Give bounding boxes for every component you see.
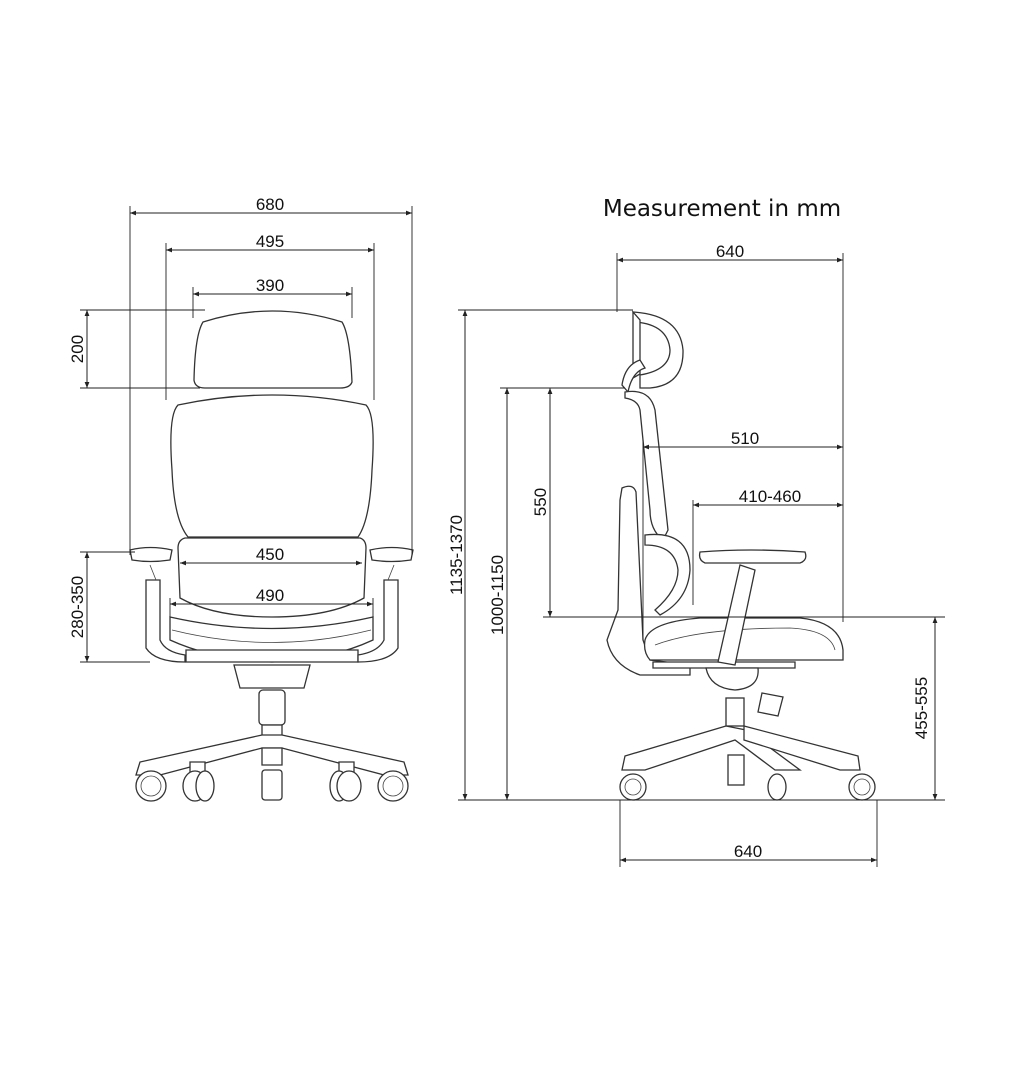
dim-seat-depth: 410-460 bbox=[739, 487, 801, 506]
dim-overall-depth: 640 bbox=[716, 242, 744, 261]
dim-seat-width: 490 bbox=[256, 586, 284, 605]
seat-mechanism bbox=[185, 649, 359, 663]
side-armrest bbox=[698, 549, 807, 564]
side-arm-post bbox=[717, 564, 756, 666]
side-backrest-frame bbox=[624, 390, 669, 541]
tilt-mechanism bbox=[233, 664, 311, 689]
dim-headrest-width: 390 bbox=[256, 276, 284, 295]
casters bbox=[135, 769, 409, 802]
side-paddle bbox=[757, 692, 784, 717]
dim-backrest-to-front: 510 bbox=[731, 429, 759, 448]
diagram-title: Measurement in mm bbox=[603, 196, 841, 222]
dim-seat-inner-width: 450 bbox=[256, 545, 284, 564]
dim-backrest-height: 550 bbox=[531, 488, 550, 516]
side-gas-lift bbox=[725, 697, 745, 727]
side-back-shell bbox=[606, 485, 691, 676]
gas-lift bbox=[258, 689, 286, 726]
headrest bbox=[193, 310, 353, 389]
dim-armrest-height: 280-350 bbox=[68, 576, 87, 638]
side-view-dimensions: 640 510 410-460 1135-1370 1000-1150 550 … bbox=[447, 242, 945, 867]
dim-headrest-height: 200 bbox=[68, 335, 87, 363]
front-view-chair bbox=[129, 310, 414, 802]
dim-overall-height: 1135-1370 bbox=[447, 515, 466, 595]
side-casters bbox=[619, 773, 876, 801]
dim-seat-height: 455-555 bbox=[912, 677, 931, 739]
side-headrest bbox=[632, 311, 684, 389]
dim-backrest-width: 495 bbox=[256, 232, 284, 251]
side-lumbar bbox=[644, 533, 691, 616]
lumbar-cushion bbox=[177, 537, 367, 618]
side-view-chair bbox=[606, 310, 876, 801]
right-armrest bbox=[369, 546, 414, 563]
front-view-dimensions: 680 495 390 200 280-350 450 490 bbox=[68, 195, 413, 663]
dim-backrest-top-height: 1000-1150 bbox=[488, 555, 507, 635]
backrest bbox=[170, 394, 374, 538]
left-armrest bbox=[129, 546, 173, 563]
dim-base-diameter: 640 bbox=[734, 842, 762, 861]
left-arm-post bbox=[145, 579, 186, 663]
dim-overall-width: 680 bbox=[256, 195, 284, 214]
right-arm-post bbox=[357, 579, 399, 663]
